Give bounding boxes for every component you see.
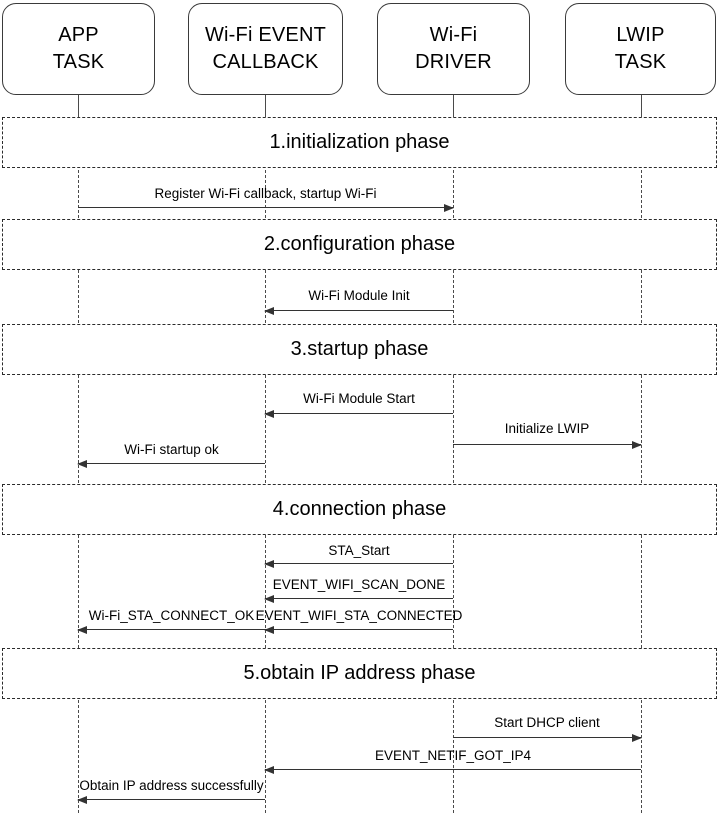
message-label-m11: EVENT_NETIF_GOT_IP4 (374, 748, 532, 763)
message-arrow-m3 (264, 409, 453, 418)
participant-label-lwip-line1: LWIP (616, 24, 665, 46)
participant-label-lwip-line2: TASK (614, 51, 667, 73)
lifeline-stub-driver (453, 95, 454, 117)
arrowhead-left-icon (77, 625, 87, 634)
message-label-m7: EVENT_WIFI_SCAN_DONE (272, 577, 446, 592)
arrowhead-left-icon (77, 459, 87, 468)
message-label-m9: Wi-Fi_STA_CONNECT_OK (88, 608, 255, 623)
phase-band-phase3: 3.startup phase (2, 324, 717, 375)
message-arrow-m10 (453, 733, 642, 742)
phase-band-phase4: 4.connection phase (2, 484, 717, 535)
message-label-m3: Wi-Fi Module Start (303, 391, 415, 406)
arrowhead-right-icon (444, 203, 454, 212)
message-arrow-m1 (78, 203, 454, 212)
participant-box-callback[interactable]: Wi-Fi EVENT CALLBACK (188, 3, 343, 95)
lifeline-app (78, 95, 79, 813)
message-arrow-m7 (264, 594, 453, 603)
participant-label-app-line1: APP (58, 24, 99, 46)
phase-band-phase5: 5.obtain IP address phase (2, 648, 717, 699)
lifeline-stub-lwip (641, 95, 642, 117)
message-arrow-m2 (264, 306, 453, 315)
arrowhead-right-icon (632, 733, 642, 742)
phase-label-phase5: 5.obtain IP address phase (243, 662, 476, 684)
message-arrow-m11 (264, 765, 641, 774)
message-label-m8: EVENT_WIFI_STA_CONNECTED (255, 608, 463, 623)
participant-label-callback-line2: CALLBACK (212, 51, 319, 73)
arrowhead-left-icon (264, 765, 274, 774)
message-arrow-m9 (77, 625, 265, 634)
lifeline-stub-callback (265, 95, 266, 117)
participant-label-driver-line2: DRIVER (415, 51, 492, 73)
arrowhead-left-icon (264, 409, 274, 418)
message-arrow-m12 (77, 795, 265, 804)
lifeline-driver (453, 95, 454, 813)
participant-box-lwip[interactable]: LWIP TASK (565, 3, 716, 95)
message-arrow-m6 (264, 559, 453, 568)
phase-label-phase4: 4.connection phase (272, 498, 447, 520)
participant-label-driver-line1: Wi-Fi (429, 24, 478, 46)
message-arrow-m4 (453, 440, 642, 449)
arrowhead-left-icon (77, 795, 87, 804)
message-label-m6: STA_Start (328, 543, 390, 558)
lifeline-lwip (641, 95, 642, 813)
participant-label-app-line2: TASK (52, 51, 105, 73)
lifeline-stub-app (78, 95, 79, 117)
arrowhead-right-icon (632, 440, 642, 449)
message-label-m10: Start DHCP client (494, 715, 600, 730)
arrowhead-left-icon (264, 559, 274, 568)
phase-label-phase2: 2.configuration phase (263, 233, 456, 255)
message-label-m5: Wi-Fi startup ok (124, 442, 219, 457)
arrowhead-left-icon (264, 306, 274, 315)
arrowhead-left-icon (264, 594, 274, 603)
arrowhead-left-icon (264, 625, 274, 634)
message-label-m12: Obtain IP address successfully (79, 778, 264, 793)
phase-label-phase1: 1.initialization phase (269, 131, 450, 153)
message-label-m2: Wi-Fi Module Init (308, 288, 410, 303)
phase-band-phase1: 1.initialization phase (2, 117, 717, 168)
phase-band-phase2: 2.configuration phase (2, 219, 717, 270)
message-arrow-m8 (264, 625, 453, 634)
message-label-m1: Register Wi-Fi callback, startup Wi-Fi (154, 186, 377, 201)
lifeline-callback (265, 95, 266, 813)
message-arrow-m5 (77, 459, 265, 468)
participant-label-callback-line1: Wi-Fi EVENT (204, 24, 327, 46)
phase-label-phase3: 3.startup phase (290, 338, 429, 360)
participant-box-app[interactable]: APP TASK (2, 3, 155, 95)
message-label-m4: Initialize LWIP (504, 421, 590, 436)
